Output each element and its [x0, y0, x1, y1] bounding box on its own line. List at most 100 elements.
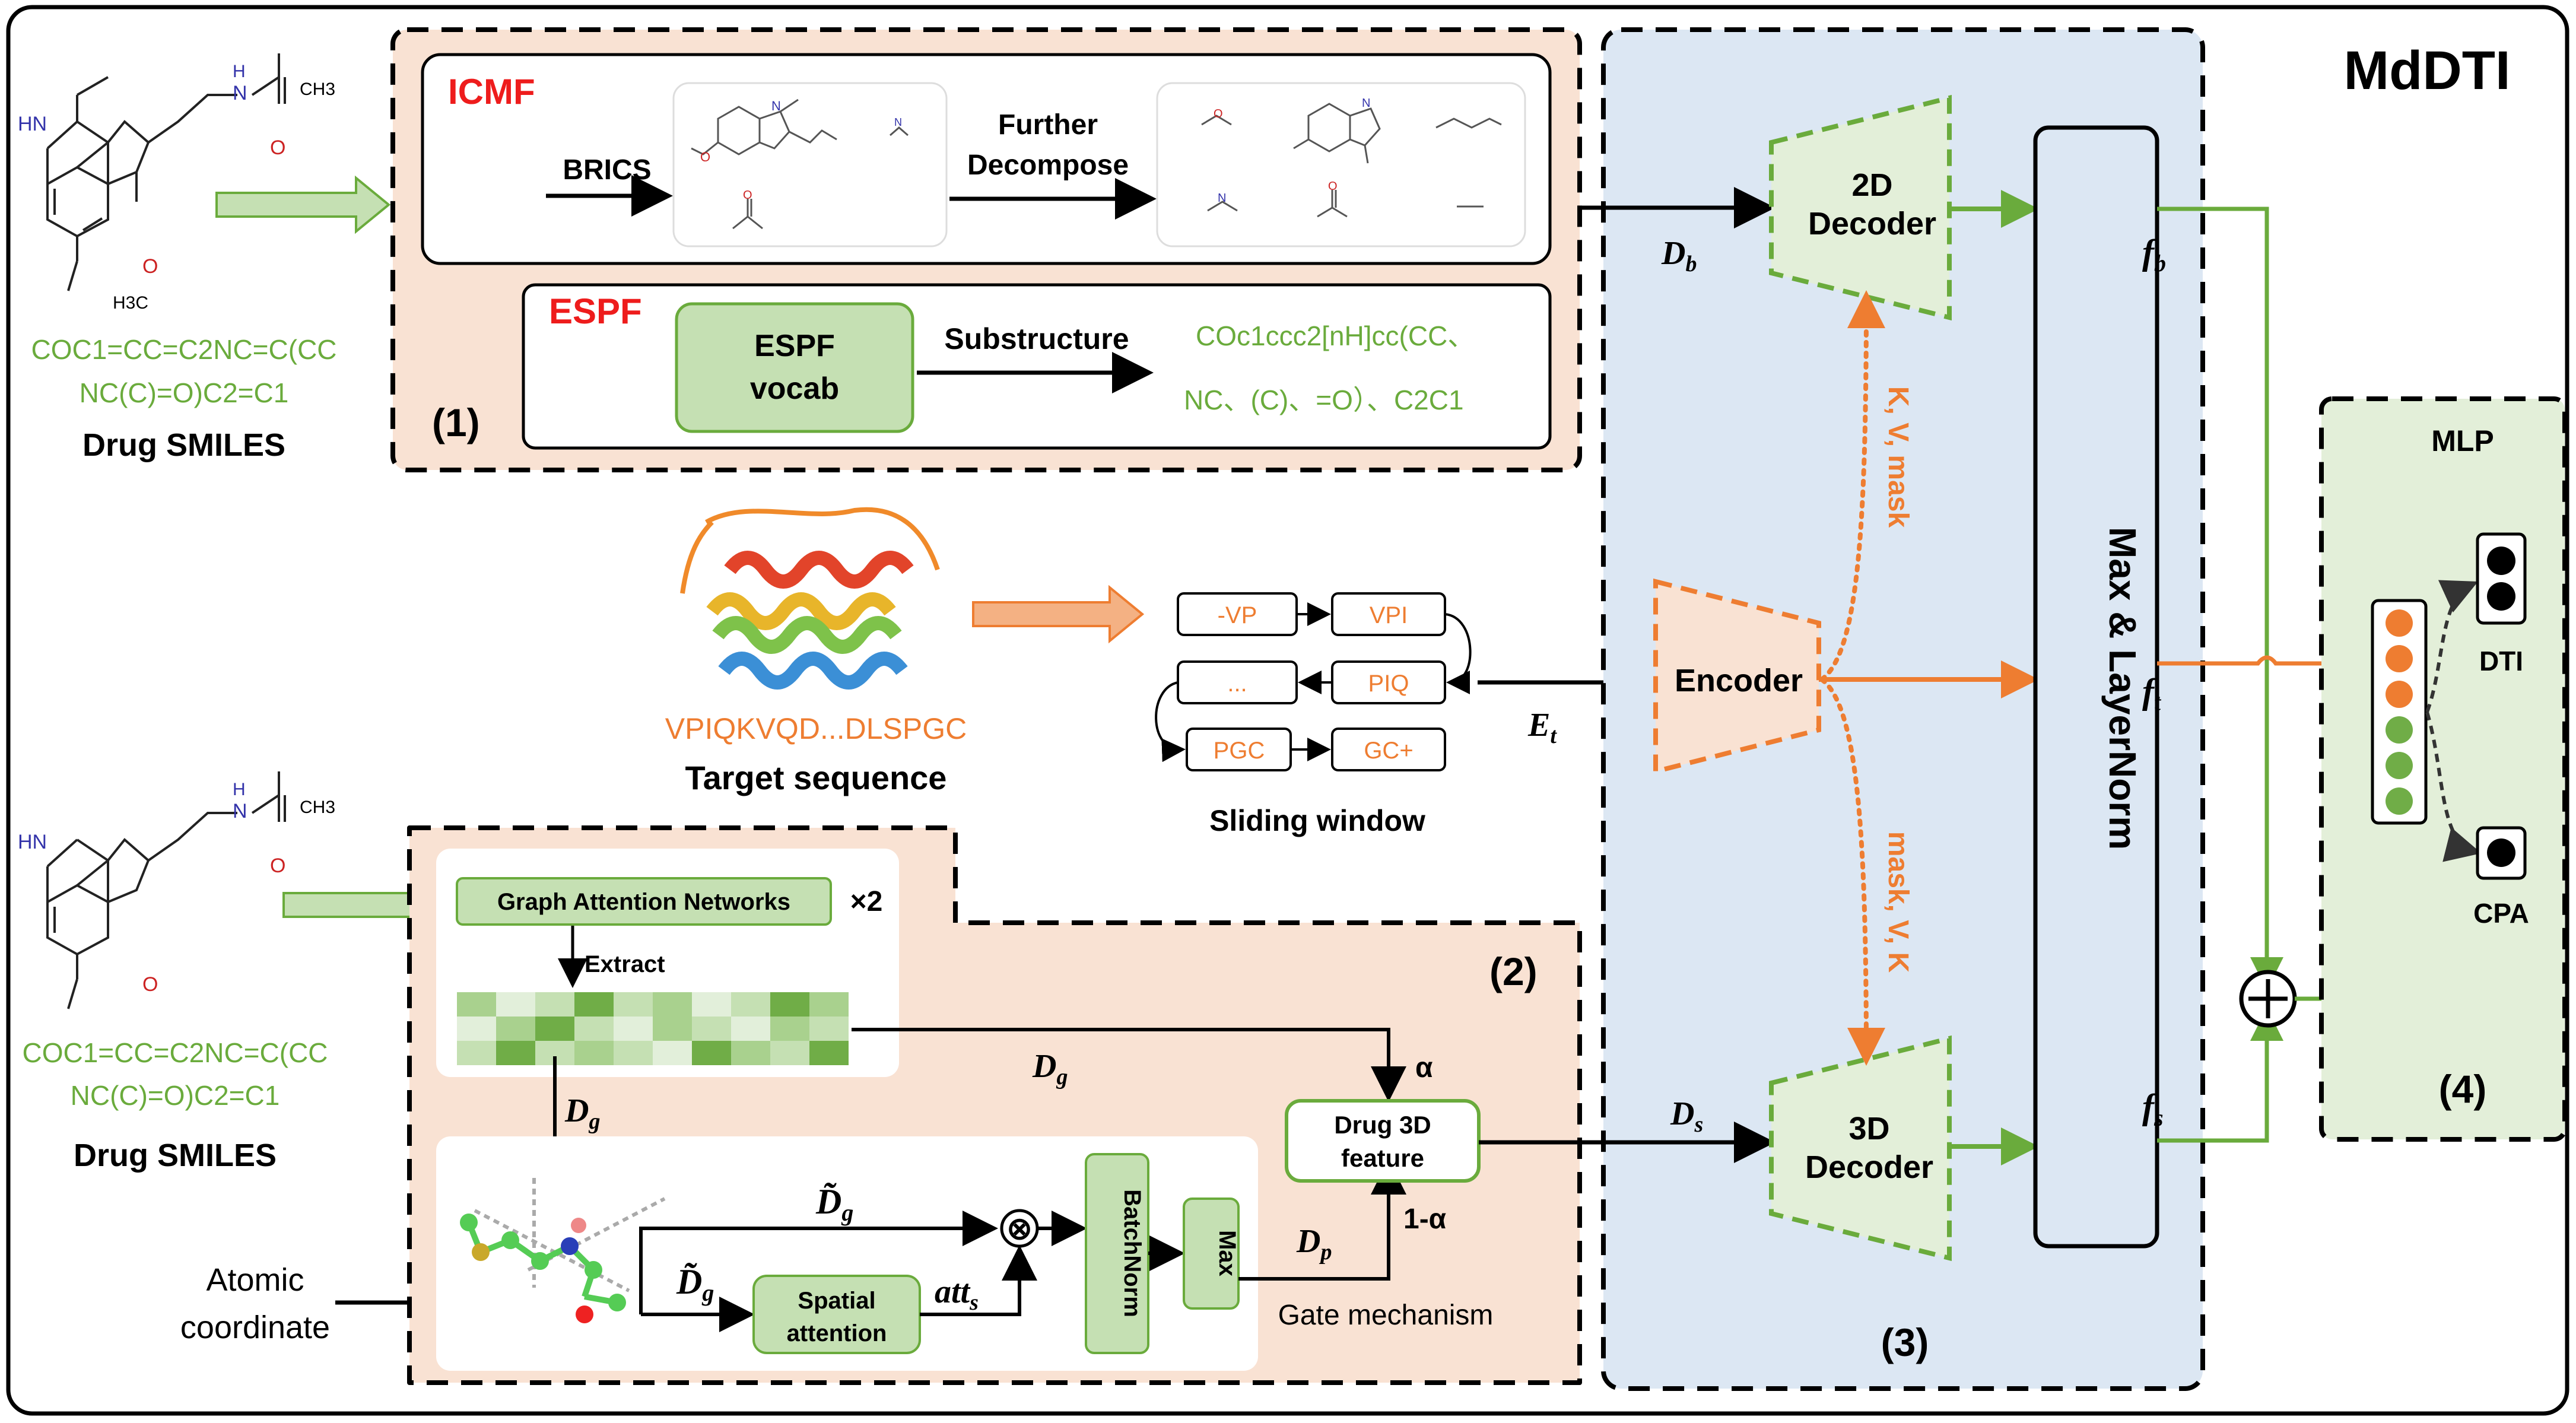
window-0: -VP [1218, 602, 1257, 628]
decoder3d-line1: 3D [1848, 1111, 1889, 1146]
further-fragments-card [1156, 82, 1526, 247]
section1-label: (1) [432, 401, 480, 444]
feature-grid-cell [653, 992, 692, 1017]
protein-structure [680, 507, 940, 690]
brics-fragment-carbonyl [732, 199, 763, 230]
drug-top-label: Drug SMILES [82, 427, 285, 463]
atomic-line2: coordinate [180, 1310, 330, 1345]
drug-bottom-smiles-line1: COC1=CC=C2NC=C(CC [22, 1037, 328, 1068]
further-line1: Further [998, 109, 1098, 141]
mlp-node-2 [2386, 645, 2413, 672]
max-label: Max [1214, 1230, 1240, 1276]
section3-label: (3) [1881, 1320, 1929, 1364]
feature-grid-cell [574, 1041, 614, 1065]
feature-grid-cell [653, 1041, 692, 1065]
sliding-window-label: Sliding window [1209, 804, 1425, 837]
feature-grid-cell [614, 1017, 653, 1041]
further-o-label: O [1214, 107, 1223, 120]
decoder2d-shape [1769, 94, 1952, 321]
drug-top-molecule [46, 53, 286, 291]
dtilde-top-arrow [639, 1211, 998, 1276]
section4-panel [2319, 396, 2567, 1142]
brics-o-label: O [700, 150, 710, 164]
dti-label: DTI [2479, 646, 2523, 676]
window-3: PIQ [1368, 671, 1409, 697]
atomic-line1: Atomic [206, 1262, 304, 1298]
dg-right-label: Dg [1032, 1048, 1068, 1090]
substructure-label: Substructure [944, 322, 1129, 355]
cpa-node [2487, 838, 2515, 867]
espf-output-line1: COc1ccc2[nH]cc(CC、 [1196, 320, 1475, 351]
ds-label: Ds [1670, 1095, 1703, 1137]
window-2: ... [1227, 671, 1247, 697]
spatial-line1: Spatial [798, 1288, 875, 1314]
espf-vocab-box [675, 302, 914, 433]
drug-bottom-methoxy-o: O [142, 973, 158, 996]
feature-grid-cell [535, 992, 574, 1017]
espf-output-line2: NC、(C)、=O）、C2C1 [1184, 385, 1464, 415]
drug-bottom-hn: HN [18, 831, 47, 853]
dg-to-gate-arrow [852, 1028, 1406, 1102]
further-fragments [1201, 103, 1502, 218]
drug-bottom-carbonyl-o: O [270, 855, 285, 877]
section2-label: (2) [1489, 949, 1538, 993]
maxnorm-box [2033, 125, 2159, 1249]
feature-grid-cell [574, 1017, 614, 1041]
feature-grid-cell [770, 1017, 809, 1041]
drug-bottom-amide-n: N [233, 800, 247, 822]
espf-vocab-line1: ESPF [754, 329, 835, 363]
gat-box [456, 877, 832, 926]
feature-grid-cell [457, 1041, 496, 1065]
drug-top-amide-n: N [233, 82, 247, 104]
drug-top-methoxy-o: O [142, 255, 158, 278]
decoder3d-line2: Decoder [1805, 1149, 1933, 1185]
diagram-title: MdDTI [2343, 40, 2510, 101]
target-label: Target sequence [685, 759, 947, 796]
kv-mask-up-arrow [1819, 290, 1885, 682]
feature-grid-cell [731, 992, 770, 1017]
feature-grid-cell [770, 1041, 809, 1065]
feature-grid-cell [692, 1041, 731, 1065]
dp-arrow [1238, 1159, 1406, 1281]
feature-grid-cell [731, 1041, 770, 1065]
one-minus-alpha-label: 1-α [1403, 1203, 1447, 1235]
feature-grid-cell [731, 1017, 770, 1041]
drug-bottom-amide-h: H [233, 780, 246, 799]
drug-top-hn: HN [18, 113, 47, 135]
dp-label: Dp [1296, 1223, 1332, 1265]
brics-label: BRICS [563, 154, 651, 186]
further-line2: Decompose [967, 150, 1129, 181]
brics-nh-label: N [771, 99, 781, 113]
encoder-shape [1653, 578, 1821, 775]
feature-grid [457, 992, 849, 1065]
icmf-title: ICMF [448, 72, 535, 112]
drug-bottom-molecule [46, 771, 286, 1009]
fs-line [2157, 1008, 2283, 1143]
dti-node-1 [2487, 547, 2515, 575]
spatial-line2: attention [787, 1320, 887, 1346]
mlp-node-4 [2386, 716, 2413, 744]
further-amine-n: N [1218, 192, 1226, 205]
window-4: PGC [1214, 738, 1265, 764]
att-arrow [920, 1245, 1037, 1316]
extract-label: Extract [585, 951, 665, 977]
mask-vk-label: mask, V, K [1882, 831, 1914, 973]
drug3d-line1: Drug 3D [1334, 1111, 1431, 1139]
feature-grid-cell [809, 1017, 849, 1041]
feature-grid-cell [770, 992, 809, 1017]
drug-top-h3c: H3C [113, 293, 148, 313]
gat-label: Graph Attention Networks [497, 889, 790, 915]
feature-grid-cell [535, 1017, 574, 1041]
mlp-node-3 [2386, 681, 2413, 708]
drug-bottom-ch3: CH3 [300, 798, 335, 817]
decoder2d-line1: 2D [1851, 167, 1892, 203]
further-n-label: N [1362, 97, 1370, 110]
feature-grid-cell [653, 1017, 692, 1041]
brics-amine-n: N [894, 116, 902, 128]
drug3d-line2: feature [1341, 1144, 1424, 1172]
drug-top-ch3: CH3 [300, 80, 335, 99]
feature-grid-cell [692, 1017, 731, 1041]
otimes-symbol: ⊗ [1006, 1212, 1033, 1246]
cpa-label: CPA [2473, 898, 2529, 929]
